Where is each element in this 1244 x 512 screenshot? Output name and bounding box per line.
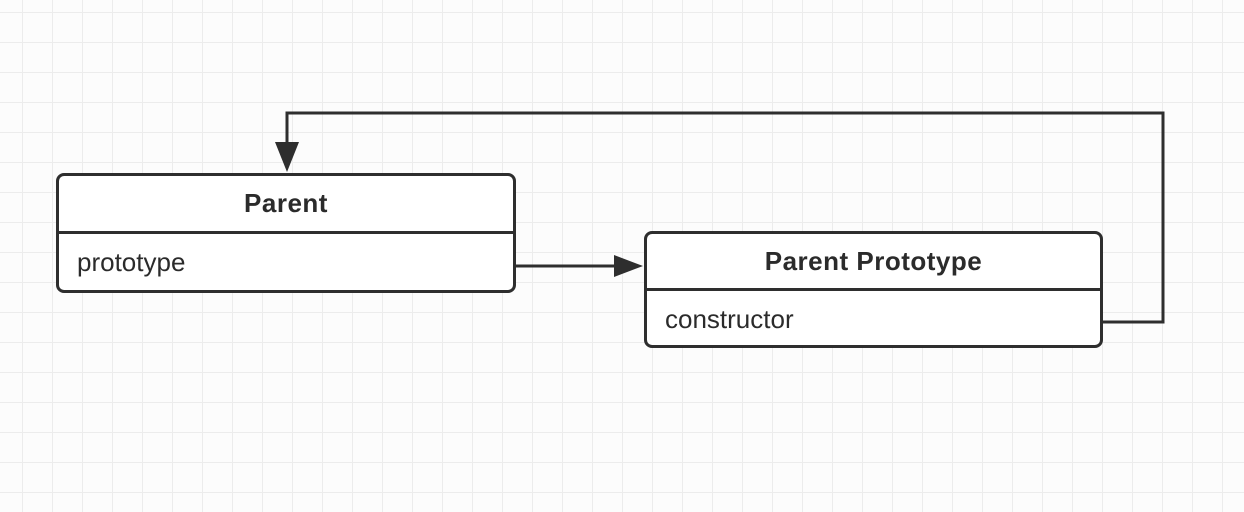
node-parent-title: Parent xyxy=(59,176,513,234)
arrowhead-down xyxy=(275,142,299,172)
node-parent-row-prototype[interactable]: prototype xyxy=(77,247,186,277)
edge-prototype-to-parent-prototype[interactable] xyxy=(516,255,643,277)
node-parent-prototype-title: Parent Prototype xyxy=(647,234,1100,291)
node-parent-prototype[interactable]: Parent Prototype constructor xyxy=(644,231,1103,348)
node-parent[interactable]: Parent prototype xyxy=(56,173,516,293)
arrowhead-right xyxy=(614,255,643,277)
node-parent-prototype-row-constructor[interactable]: constructor xyxy=(665,304,794,334)
